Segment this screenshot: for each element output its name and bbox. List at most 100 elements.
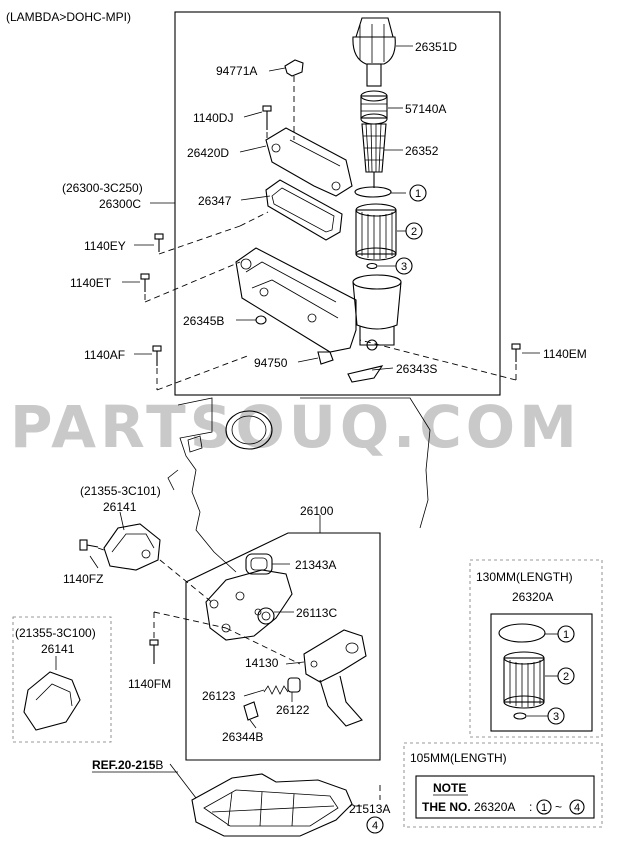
- filter-cap-drawing: [352, 17, 396, 87]
- label-26420d: 26420D: [187, 146, 229, 160]
- callout-circle-1: [409, 184, 427, 202]
- pump-body: [205, 569, 293, 641]
- sensor-94750: [317, 351, 334, 365]
- label-26300c: 26300C: [99, 197, 141, 211]
- label-26344b: 26344B: [222, 730, 263, 744]
- label-21355-3c101: (21355-3C101): [80, 484, 161, 498]
- upper-assembly-frame: [174, 11, 501, 396]
- label-1140af: 1140AF: [84, 348, 125, 362]
- inset-callout-circle-2: [557, 667, 575, 685]
- lower-assembly: (21355-3C101) 26141 26100 21343A 26113C …: [63, 484, 390, 837]
- ref-label-suffix: B: [155, 758, 163, 772]
- label-14130: 14130: [245, 656, 279, 670]
- callout-circle-3: [395, 257, 413, 275]
- inset-o-ring-large: [498, 623, 546, 643]
- label-26345b: 26345B: [183, 314, 224, 328]
- callout-2-text: 2: [411, 226, 417, 238]
- note-prefix: THE NO.: [422, 800, 471, 814]
- inset-filter-element: [503, 651, 545, 709]
- note-title: NOTE: [433, 781, 466, 795]
- note-circle-to: [569, 799, 585, 815]
- filter-base-body: [235, 247, 357, 353]
- ref-label-bold: REF.20-215: [92, 758, 156, 772]
- oil-cooler-26420d: [265, 127, 353, 197]
- inset-105mm-length: 105MM(LENGTH): [410, 751, 507, 765]
- bolt-1140et: [140, 273, 150, 292]
- note-to: 4: [574, 802, 580, 814]
- label-57140a: 57140A: [405, 102, 446, 116]
- label-26347: 26347: [198, 194, 232, 208]
- inset-callout-circle-1: [557, 625, 575, 643]
- spring-26123: [263, 685, 289, 695]
- callout-circle-2: [405, 222, 423, 240]
- inset-pump-cover-frame: [12, 616, 112, 743]
- bracket-94771a: [284, 59, 304, 77]
- label-26113c: 26113C: [296, 606, 337, 620]
- label-26123: 26123: [202, 689, 236, 703]
- callout-1-text: 1: [415, 188, 421, 200]
- oil-pan: [191, 773, 353, 837]
- label-26141-b: 26141: [41, 642, 75, 656]
- inset-o-ring-small: [513, 712, 527, 720]
- label-1140fm: 1140FM: [128, 677, 171, 691]
- watermark-text: PARTSOUQ.COM: [10, 393, 581, 461]
- gasket-26347: [265, 179, 343, 241]
- inset-130mm: 130MM(LENGTH) 26320A 1 2 3: [469, 559, 603, 738]
- filter-cage: [361, 123, 387, 188]
- label-21343a: 21343A: [295, 558, 336, 572]
- bolt-1140af: [152, 345, 162, 366]
- label-26122: 26122: [276, 703, 310, 717]
- o-ring-small: [366, 262, 378, 270]
- note-colon: :: [529, 800, 532, 814]
- label-26300-3c250: (26300-3C250): [62, 181, 143, 195]
- upper-assembly: 26351D 94771A 57140A 1140DJ 26352 26420D…: [62, 11, 587, 396]
- note-from: 1: [541, 802, 547, 814]
- strainer-14130: [303, 629, 367, 727]
- callout-circle-4: [366, 816, 384, 834]
- filter-element-top: [360, 90, 388, 125]
- note-circle-from: [536, 799, 552, 815]
- pump-cover-26141-b: [23, 671, 81, 731]
- plug-26344b: [243, 701, 259, 721]
- inset-105mm: 105MM(LENGTH) NOTE THE NO. 26320A : 1 ~ …: [403, 742, 603, 828]
- bolt-1140ey: [154, 233, 164, 252]
- inset-130mm-part: 26320A: [512, 590, 553, 604]
- label-94750: 94750: [254, 356, 288, 370]
- label-1140dj: 1140DJ: [193, 111, 233, 125]
- label-26352: 26352: [405, 144, 439, 158]
- bolt-1140em: [511, 343, 521, 362]
- clip-26343s: [347, 365, 384, 383]
- lower-assembly-frame: [185, 532, 381, 761]
- bolt-1140dj: [262, 105, 272, 130]
- inset-130mm-length: 130MM(LENGTH): [476, 570, 573, 584]
- label-26351d: 26351D: [415, 40, 457, 54]
- label-1140ey: 1140EY: [84, 239, 126, 253]
- bolt-1140fz: [79, 539, 99, 551]
- note-tilde: ~: [555, 800, 562, 814]
- inset-130mm-frame: [469, 559, 603, 738]
- inset-callout-3-text: 3: [553, 711, 559, 723]
- inset-callout-1-text: 1: [563, 629, 569, 641]
- label-26141-a: 26141: [103, 500, 137, 514]
- label-94771a: 94771A: [216, 64, 257, 78]
- plug-26345b: [255, 315, 267, 325]
- label-1140et: 1140ET: [70, 276, 112, 290]
- label-21355-3c100: (21355-3C100): [15, 626, 96, 640]
- o-ring-large: [354, 186, 392, 198]
- engine-block-outline: [167, 397, 431, 573]
- filter-element: [355, 203, 397, 261]
- inset-130mm-box: [490, 613, 593, 732]
- note-part: 26320A: [474, 800, 515, 814]
- inset-callout-2-text: 2: [563, 671, 569, 683]
- callout-3-text: 3: [401, 261, 407, 273]
- bolt-1140fm: [149, 639, 159, 664]
- label-1140em: 1140EM: [543, 347, 587, 361]
- callout-4-text: 4: [372, 820, 378, 832]
- seal-26113c: [257, 607, 275, 625]
- plunger-26122: [287, 677, 301, 693]
- label-26100: 26100: [300, 504, 334, 518]
- filter-housing: [352, 274, 402, 351]
- inset-105mm-frame: [403, 742, 603, 828]
- pump-cover-26141-a: [103, 523, 161, 571]
